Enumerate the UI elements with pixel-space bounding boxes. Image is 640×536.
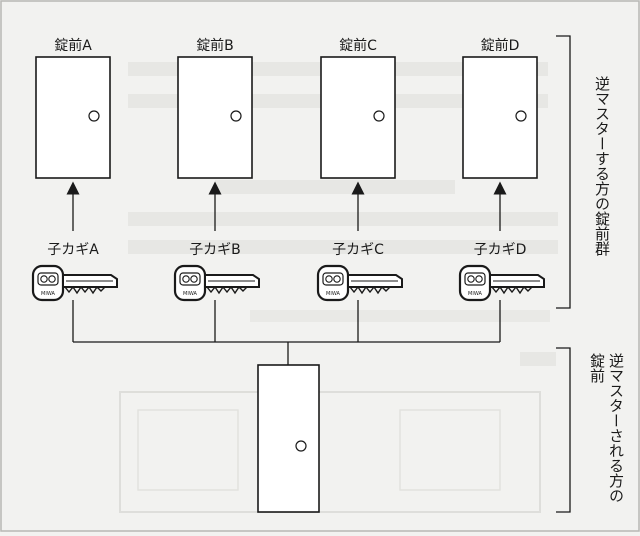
lock-c: [320, 56, 396, 179]
key-logo-plate: [37, 272, 59, 286]
keyhole-icon: [295, 440, 307, 452]
lock-door-body: [257, 364, 320, 513]
lock-label-c: 錠前C: [339, 37, 377, 54]
key-icon: MIWA: [316, 264, 403, 302]
lock-label-d: 錠前D: [481, 37, 520, 54]
key-logo-circle: [40, 275, 48, 283]
keyhole-icon: [88, 110, 100, 122]
key-teeth: [349, 285, 391, 295]
key-teeth: [491, 285, 533, 295]
key-logo-circle: [333, 275, 341, 283]
key-icon: MIWA: [173, 264, 260, 302]
key-logo-circle: [475, 275, 483, 283]
key-label-b: 子カギB: [189, 242, 241, 258]
background-bleed: [119, 62, 558, 513]
lock-a: [35, 56, 111, 179]
key-logo-plate: [179, 272, 201, 286]
lock-label-a: 錠前A: [54, 37, 92, 54]
key-logo-circle: [467, 275, 475, 283]
key-logo-circle: [182, 275, 190, 283]
keyhole-icon: [373, 110, 385, 122]
group-label: 逆マスターする方の錠前群: [593, 76, 611, 256]
key-icon: MIWA: [458, 264, 545, 302]
reverse-mastered-lock: [257, 364, 320, 513]
key-label-a: 子カギA: [47, 242, 99, 258]
key-logo-plate: [464, 272, 486, 286]
reverse-lock-label-1: 逆マスターされる方の: [607, 353, 625, 503]
key-teeth: [206, 285, 248, 295]
keyhole-icon: [515, 110, 527, 122]
key-label-d: 子カギD: [474, 242, 527, 258]
key-logo-circle: [190, 275, 198, 283]
keyhole-icon: [230, 110, 242, 122]
key-brand-text: MIWA: [326, 291, 340, 297]
key-brand-text: MIWA: [468, 291, 482, 297]
lock-b: [177, 56, 253, 179]
key-brand-text: MIWA: [183, 291, 197, 297]
reverse-lock-label-2: 錠前: [588, 353, 606, 384]
reverse-lock-bracket: [556, 347, 571, 513]
group-bracket: [556, 35, 571, 309]
key-label-c: 子カギC: [332, 242, 384, 258]
key-logo-circle: [325, 275, 333, 283]
key-icon: MIWA: [31, 264, 118, 302]
key-teeth: [64, 285, 106, 295]
key-logo-plate: [322, 272, 344, 286]
lock-d: [462, 56, 538, 179]
key-brand-text: MIWA: [41, 291, 55, 297]
key-logo-circle: [48, 275, 56, 283]
lock-label-b: 錠前B: [196, 37, 234, 54]
